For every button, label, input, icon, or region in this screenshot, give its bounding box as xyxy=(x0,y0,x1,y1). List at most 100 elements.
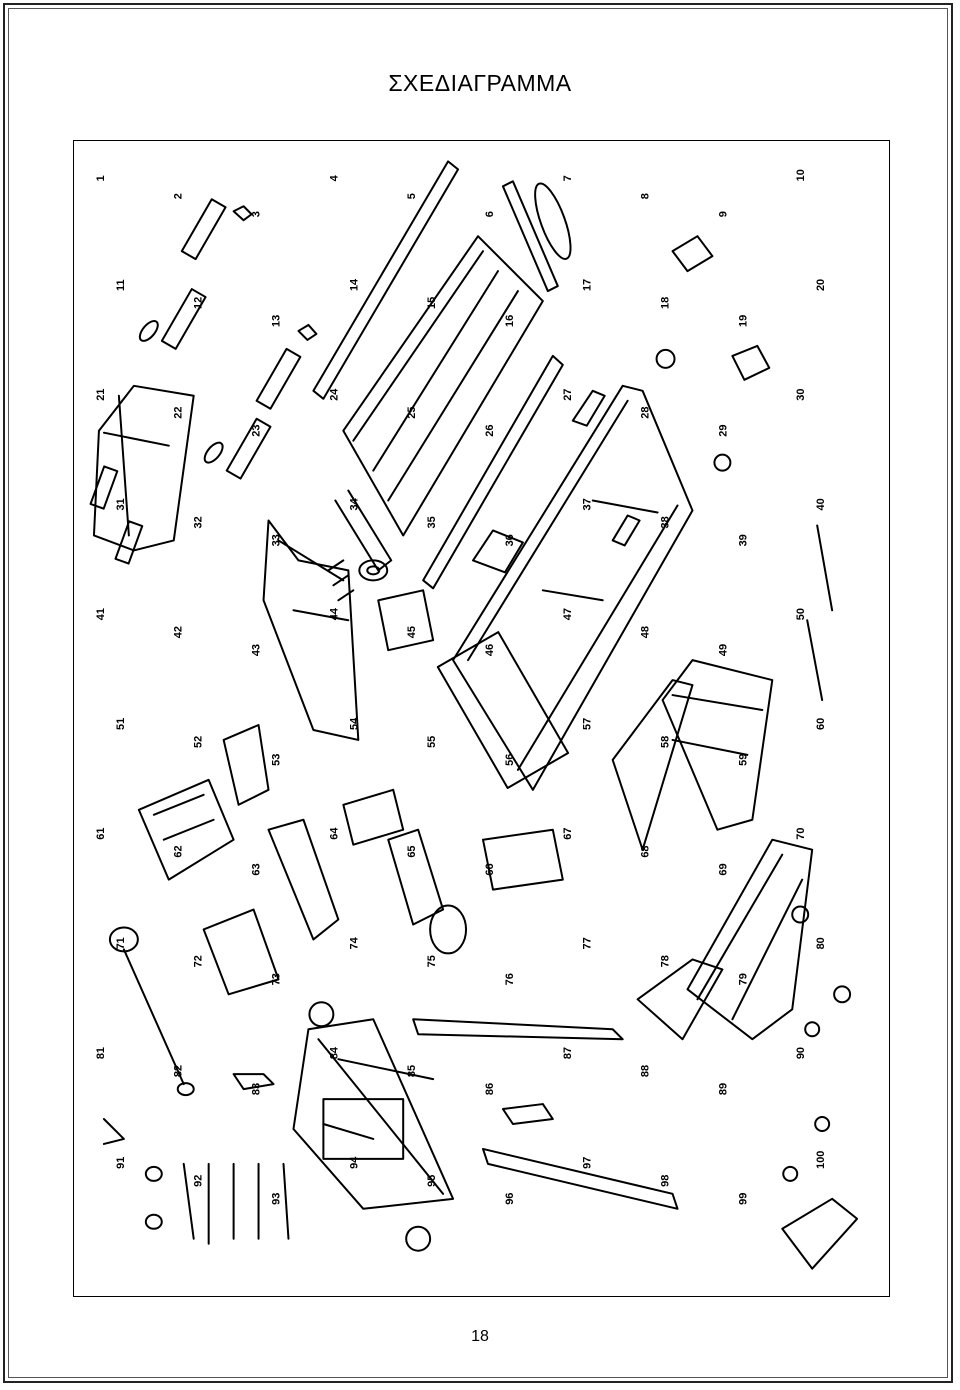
callout-81: 81 xyxy=(95,1047,107,1059)
callout-66: 66 xyxy=(484,863,496,875)
callout-54: 54 xyxy=(348,717,360,730)
callout-83: 83 xyxy=(251,1083,263,1095)
callout-97: 97 xyxy=(582,1157,594,1169)
callout-43: 43 xyxy=(251,644,263,656)
callout-57: 57 xyxy=(582,718,594,730)
callout-94: 94 xyxy=(348,1156,360,1169)
callout-58: 58 xyxy=(660,736,672,748)
callout-44: 44 xyxy=(328,607,340,620)
callout-75: 75 xyxy=(426,955,438,967)
callout-91: 91 xyxy=(115,1157,127,1169)
callout-99: 99 xyxy=(737,1193,749,1205)
callout-89: 89 xyxy=(717,1083,729,1095)
callout-76: 76 xyxy=(504,973,516,985)
handlebar-assembly xyxy=(89,198,318,565)
callout-38: 38 xyxy=(660,516,672,528)
callout-30: 30 xyxy=(795,389,807,401)
callout-29: 29 xyxy=(717,424,729,436)
callout-68: 68 xyxy=(640,845,652,857)
callout-63: 63 xyxy=(251,863,263,875)
callout-70: 70 xyxy=(795,827,807,839)
callout-6: 6 xyxy=(484,211,496,217)
callout-16: 16 xyxy=(504,315,516,327)
callout-32: 32 xyxy=(193,516,205,528)
callout-9: 9 xyxy=(717,211,729,217)
callout-72: 72 xyxy=(193,955,205,967)
callout-71: 71 xyxy=(115,937,127,949)
callout-79: 79 xyxy=(737,973,749,985)
callout-51: 51 xyxy=(115,718,127,730)
base-assembly xyxy=(366,182,859,1270)
callout-26: 26 xyxy=(484,424,496,436)
callout-60: 60 xyxy=(815,718,827,730)
callout-82: 82 xyxy=(173,1065,185,1077)
callout-41: 41 xyxy=(95,608,107,620)
callout-33: 33 xyxy=(270,534,282,546)
callout-95: 95 xyxy=(426,1175,438,1187)
callout-74: 74 xyxy=(348,936,360,949)
callout-7: 7 xyxy=(562,175,574,181)
callout-12: 12 xyxy=(193,297,205,309)
callout-28: 28 xyxy=(640,407,652,419)
callout-96: 96 xyxy=(504,1193,516,1205)
callout-13: 13 xyxy=(270,315,282,327)
callout-65: 65 xyxy=(406,845,418,857)
callout-20: 20 xyxy=(815,279,827,291)
callout-67: 67 xyxy=(562,827,574,839)
callout-64: 64 xyxy=(328,827,340,840)
callout-14: 14 xyxy=(348,278,360,291)
callout-15: 15 xyxy=(426,297,438,309)
callout-47: 47 xyxy=(562,608,574,620)
callout-98: 98 xyxy=(660,1175,672,1187)
main-frame xyxy=(436,384,694,791)
page-title: ΣΧΕΔΙΑΓΡΑΜΜΑ xyxy=(388,70,572,96)
page-border xyxy=(3,3,953,1383)
callout-4: 4 xyxy=(328,174,340,181)
callout-25: 25 xyxy=(406,407,418,419)
callout-1: 1 xyxy=(95,175,107,181)
callout-8: 8 xyxy=(640,193,652,199)
callout-2: 2 xyxy=(173,193,185,199)
callout-84: 84 xyxy=(328,1046,340,1059)
callout-19: 19 xyxy=(737,315,749,327)
callout-92: 92 xyxy=(193,1175,205,1187)
callout-37: 37 xyxy=(582,498,594,510)
callout-23: 23 xyxy=(251,424,263,436)
callout-35: 35 xyxy=(426,516,438,528)
callout-22: 22 xyxy=(173,407,185,419)
callout-5: 5 xyxy=(406,193,418,199)
callout-21: 21 xyxy=(95,389,107,401)
callout-52: 52 xyxy=(193,736,205,748)
callout-36: 36 xyxy=(504,534,516,546)
callout-45: 45 xyxy=(406,626,418,638)
callout-27: 27 xyxy=(562,389,574,401)
page-number: 18 xyxy=(471,1328,489,1345)
callout-34: 34 xyxy=(348,497,360,510)
running-deck xyxy=(312,160,564,590)
callout-90: 90 xyxy=(795,1047,807,1059)
callout-48: 48 xyxy=(640,626,652,638)
callout-85: 85 xyxy=(406,1065,418,1077)
callout-50: 50 xyxy=(795,608,807,620)
callout-49: 49 xyxy=(717,644,729,656)
callout-80: 80 xyxy=(815,937,827,949)
callout-53: 53 xyxy=(270,754,282,766)
callout-78: 78 xyxy=(660,955,672,967)
callout-88: 88 xyxy=(640,1065,652,1077)
callout-46: 46 xyxy=(484,644,496,656)
callout-86: 86 xyxy=(484,1083,496,1095)
callout-17: 17 xyxy=(582,279,594,291)
callout-3: 3 xyxy=(251,211,263,217)
callout-39: 39 xyxy=(737,534,749,546)
callout-labels: 1234567891011121314151617181920212223242… xyxy=(95,169,827,1205)
callout-42: 42 xyxy=(173,626,185,638)
callout-40: 40 xyxy=(815,498,827,510)
callout-73: 73 xyxy=(270,973,282,985)
callout-87: 87 xyxy=(562,1047,574,1059)
callout-10: 10 xyxy=(795,169,807,181)
callout-31: 31 xyxy=(115,498,127,510)
callout-24: 24 xyxy=(328,388,340,401)
callout-77: 77 xyxy=(582,937,594,949)
callout-11: 11 xyxy=(115,279,127,291)
